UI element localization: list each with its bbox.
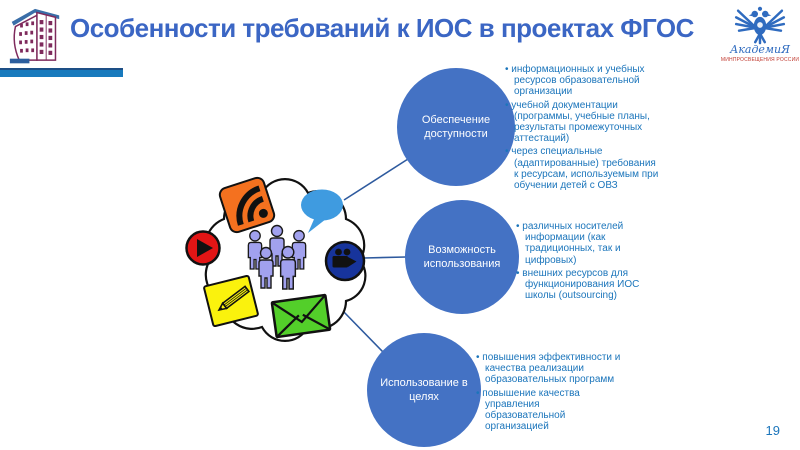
pencil-note-icon xyxy=(203,274,259,328)
bullet-item: повышения эффективности и качества реали… xyxy=(476,352,622,386)
bullet-item: информационных и учебных ресурсов образо… xyxy=(505,64,659,98)
academy-logo: АкадемиЯ МИНПРОСВЕЩЕНИЯ РОССИИ xyxy=(720,5,800,63)
academy-logo-tagline: МИНПРОСВЕЩЕНИЯ РОССИИ xyxy=(720,57,800,63)
node-label: Возможность использования xyxy=(423,243,501,270)
video-camera-icon xyxy=(324,240,366,282)
node-circle-usability: Возможность использования xyxy=(405,200,519,314)
academy-logo-name: АкадемиЯ xyxy=(729,43,791,56)
media-cloud-illustration xyxy=(185,176,367,342)
bullet-item: различных носителей информации (как трад… xyxy=(516,221,670,266)
node-label: Обеспечение доступности xyxy=(421,113,491,140)
page-title: Особенности требований к ИОС в проектах … xyxy=(70,13,694,43)
institute-building-logo xyxy=(9,8,60,64)
page-number: 19 xyxy=(765,423,780,438)
bullet-item: учебной документации (программы, учебные… xyxy=(505,100,659,145)
speech-bubble-icon xyxy=(301,189,343,233)
node-label: Использование в целях xyxy=(380,376,468,403)
node-circle-accessibility: Обеспечение доступности xyxy=(397,68,515,186)
bullet-item: внешних ресурсов для функционирования ИО… xyxy=(516,268,670,302)
rss-icon xyxy=(218,176,276,234)
bullet-list-purpose: повышения эффективности и качества реали… xyxy=(476,352,622,434)
node-circle-purpose: Использование в целях xyxy=(367,333,481,447)
email-envelope-icon xyxy=(270,293,332,339)
play-icon xyxy=(185,230,221,266)
bullet-list-accessibility: информационных и учебных ресурсов образо… xyxy=(505,64,659,193)
bullet-item: повышение качества управления образовате… xyxy=(476,388,622,433)
double-headed-eagle-icon xyxy=(734,6,786,45)
divider-bar xyxy=(0,68,123,77)
bullet-list-usability: различных носителей информации (как трад… xyxy=(516,221,670,303)
bullet-item: через специальные (адаптированные) требо… xyxy=(505,146,659,191)
